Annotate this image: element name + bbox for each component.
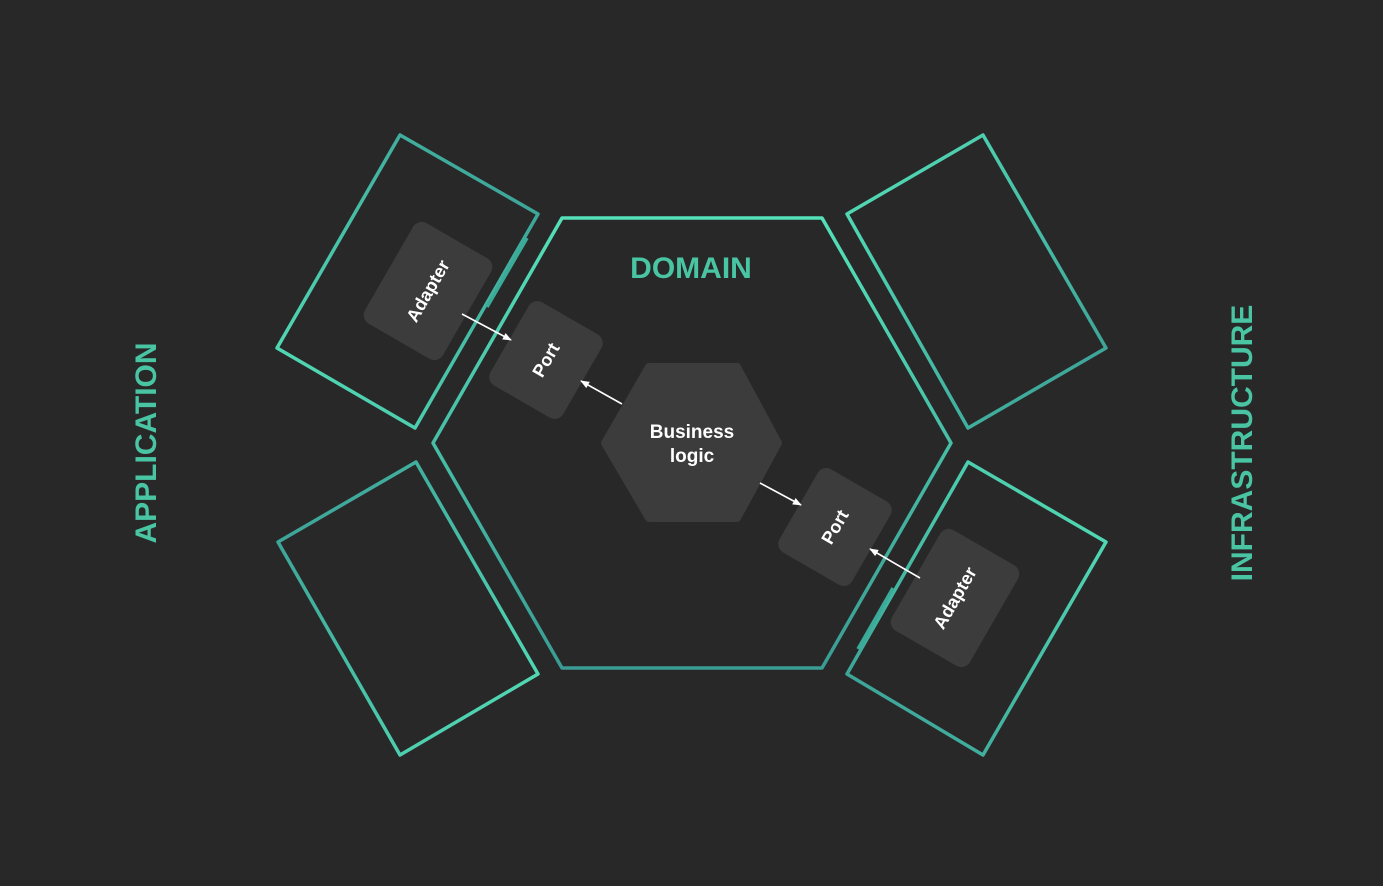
port-box-application: Port [489,301,603,419]
application-top-frame [275,133,540,430]
infrastructure-top-frame [845,133,1108,430]
business-logic-hexagon [601,363,782,522]
infrastructure-label: INFRASTRUCTURE [1226,305,1259,582]
adapter-box-infrastructure: Adapter [890,528,1020,668]
domain-hexagon [431,216,953,670]
bottom-right-connector [856,587,895,650]
arrow-core-to-port-application [580,380,623,405]
port-box-infrastructure: Port [778,468,892,586]
application-bottom-frame [276,460,540,757]
application-label: APPLICATION [130,342,163,543]
infrastructure-bottom-frame [845,460,1108,757]
arrow-core-to-port-infrastructure [759,482,802,506]
business-logic-label-line2: logic [670,446,715,467]
arrow-adapter-to-port-application [461,313,512,341]
adapter-box-application: Adapter [363,221,493,361]
domain-label: DOMAIN [630,252,752,285]
business-logic-label-line1: Business [650,422,734,443]
arrow-adapter-to-port-infrastructure [869,548,921,579]
top-left-connector [485,237,529,308]
